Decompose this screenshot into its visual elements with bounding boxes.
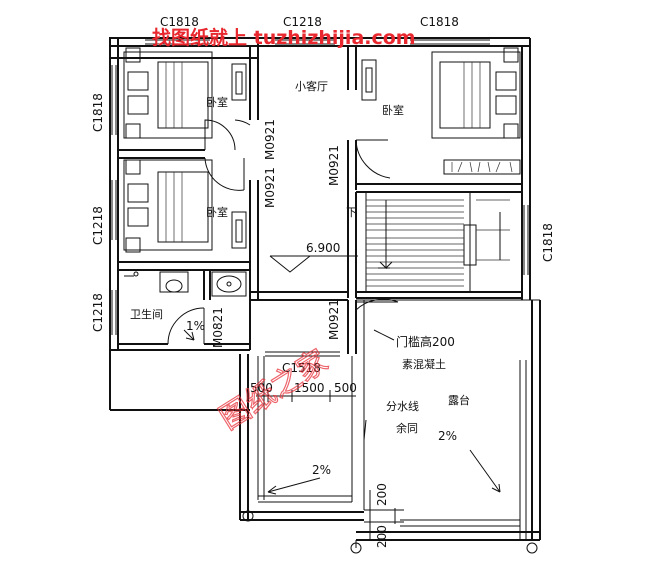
window-marks (111, 39, 529, 357)
stairs-down-label: 下 (346, 206, 357, 219)
bed-right (431, 47, 521, 139)
window-label-right: C1818 (541, 223, 555, 262)
watermark-top: 找图纸就上 tuzhizhijia.com (152, 26, 416, 49)
room-label-bedroom-top-left: 卧室 (206, 95, 228, 109)
dimension-500-left: 500 (250, 381, 273, 395)
room-label-bathroom: 卫生间 (130, 307, 163, 321)
door-label-bedroom-tl: M0921 (263, 119, 277, 160)
elevation-label: 6.900 (306, 241, 340, 255)
room-label-bedroom-right: 卧室 (382, 103, 404, 117)
divider-line-label: 分水线 (386, 399, 419, 413)
dimension-lines (256, 390, 404, 540)
bathroom-fixtures (124, 271, 247, 297)
door-label-bedroom-ml: M0921 (263, 167, 277, 208)
slope-left-label: 2% (312, 463, 331, 477)
bed-mid-left (123, 159, 213, 253)
window-label-top-left: C1818 (160, 15, 199, 29)
window-label-top-mid: C1218 (283, 15, 322, 29)
staircase (365, 192, 510, 292)
wardrobes (231, 59, 377, 249)
interior-walls (118, 46, 522, 354)
dimension-1500: 1500 (294, 381, 325, 395)
dimension-500-right: 500 (334, 381, 357, 395)
balcony-area (239, 299, 541, 554)
window-label-left-mid: C1218 (91, 206, 105, 245)
exterior-walls (109, 37, 531, 411)
door-label-bath: M0821 (211, 307, 225, 348)
slope-balcony-label: 2% (438, 429, 457, 443)
window-label-top-right: C1818 (420, 15, 459, 29)
slope-arrows (183, 255, 501, 495)
door-label-bedroom-right: M0921 (327, 145, 341, 186)
slope-bath-label: 1% (186, 319, 205, 333)
dimension-200-lower: 200 (375, 525, 389, 548)
concrete-label: 素混凝土 (402, 357, 446, 371)
remainder-label: 余同 (396, 421, 418, 435)
threshold-label: 门槛高200 (396, 334, 455, 349)
window-label-left-bottom: C1218 (91, 293, 105, 332)
room-label-balcony: 露台 (448, 393, 470, 407)
window-label-left-top: C1818 (91, 93, 105, 132)
room-label-bedroom-mid-left: 卧室 (206, 205, 228, 219)
railing-strip (443, 159, 521, 175)
dimension-200-upper: 200 (375, 483, 389, 506)
room-label-living: 小客厅 (295, 79, 328, 93)
door-label-balcony: M0921 (327, 299, 341, 340)
bed-top-left (123, 47, 213, 139)
window-label-bottom: C1518 (282, 361, 321, 375)
